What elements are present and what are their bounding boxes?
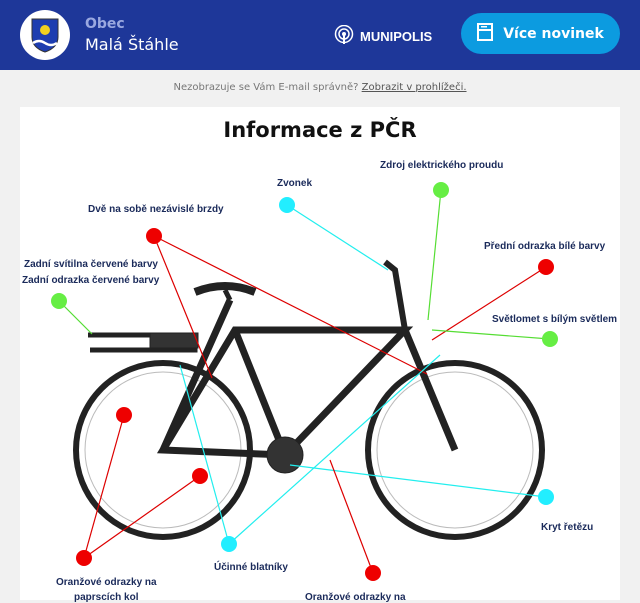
label-power-source: Zdroj elektrického proudu	[380, 160, 504, 171]
label-chain-guard: Kryt řetězu	[541, 522, 594, 533]
more-news-label: Více novinek	[503, 25, 604, 42]
pointer-line	[431, 266, 547, 341]
header: Obec Malá Štáhle MUNIPOLIS Více novinek	[0, 0, 640, 70]
notice-text: Nezobrazuje se Vám E-mail správně?	[173, 82, 359, 93]
municipality-prefix: Obec	[85, 16, 125, 32]
marker-dot	[76, 550, 92, 566]
pointer-line	[427, 189, 442, 321]
label-spoke-reflectors: Oranžové odrazky na	[56, 577, 157, 588]
label-mudguards: Účinné blatníky	[214, 562, 288, 573]
broadcast-icon	[334, 24, 354, 48]
label-front-reflector: Přední odrazka bílé barvy	[484, 241, 606, 252]
label-bell: Zvonek	[277, 178, 313, 189]
municipality-name: Malá Štáhle	[85, 35, 179, 54]
article-title: Informace z PČR	[223, 118, 417, 142]
marker-dot	[538, 259, 554, 275]
pointer-line	[179, 364, 230, 545]
munipolis-label: MUNIPOLIS	[360, 29, 433, 44]
pointer-line	[289, 464, 547, 498]
pointer-line	[431, 329, 551, 340]
marker-dot	[542, 331, 558, 347]
pointer-line	[228, 354, 441, 545]
newspaper-icon	[477, 22, 494, 45]
marker-dot	[538, 489, 554, 505]
pointer-line	[153, 235, 428, 375]
marker-dot	[279, 197, 295, 213]
marker-dot	[51, 293, 67, 309]
marker-dot	[146, 228, 162, 244]
label-rear-reflector: Zadní odrazka červené barvy	[22, 275, 160, 286]
more-news-button[interactable]: Více novinek	[461, 13, 620, 54]
article-card	[20, 107, 620, 600]
pointer-line	[83, 475, 201, 559]
label-pedal-reflectors: Oranžové odrazky na	[305, 592, 406, 603]
pointer-line	[153, 235, 213, 379]
marker-dot	[221, 536, 237, 552]
bicycle-image	[73, 259, 545, 540]
pointer-line	[286, 204, 389, 271]
label-headlight: Světlomet s bílým světlem	[492, 314, 618, 325]
label-rear-light: Zadní svítilna červené barvy	[24, 259, 158, 270]
view-in-browser-link[interactable]: Zobrazit v prohlížeči.	[361, 82, 467, 93]
label-spoke-reflectors-line2: paprscích kol	[74, 592, 139, 603]
coat-of-arms-logo[interactable]	[20, 10, 70, 60]
label-brakes: Dvě na sobě nezávislé brzdy	[88, 204, 224, 215]
pointer-line	[83, 414, 125, 559]
marker-dot	[192, 468, 208, 484]
marker-dot	[116, 407, 132, 423]
marker-dot	[433, 182, 449, 198]
browser-notice: Nezobrazuje se Vám E-mail správně? Zobra…	[0, 82, 640, 93]
marker-dot	[365, 565, 381, 581]
pointer-line	[329, 459, 374, 574]
munipolis-link[interactable]: MUNIPOLIS	[334, 24, 433, 48]
